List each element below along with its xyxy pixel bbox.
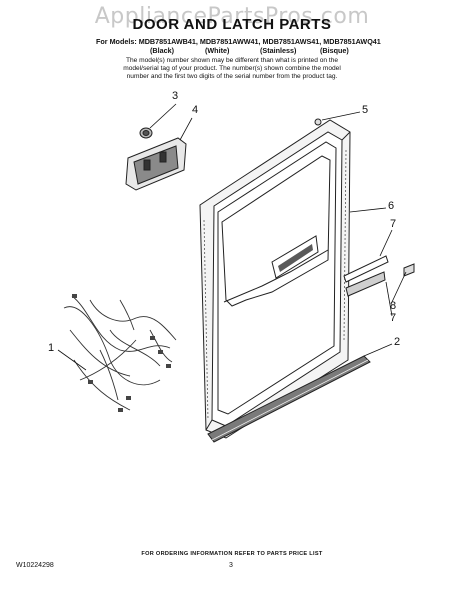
finish-black: (Black) [150, 46, 174, 55]
page-number: 3 [229, 562, 233, 569]
callout-7-upper: 7 [390, 218, 397, 230]
latch-assembly [125, 137, 187, 191]
note-line: The model(s) number shown may be differe… [125, 57, 339, 64]
latch-knob [139, 127, 153, 139]
note-line: model/serial tag of your product. The nu… [123, 65, 341, 72]
watermark: AppliancePartsPros.com [94, 4, 370, 29]
screw-top [314, 118, 322, 126]
model-note: The model(s) number shown may be differe… [0, 57, 464, 81]
note-line: number and the first two digits of the s… [126, 73, 338, 80]
finish-stainless: (Stainless) [260, 46, 297, 55]
callout-7-lower: 7 [390, 312, 397, 324]
callout-8: 8 [390, 300, 397, 312]
leader-lines [57, 103, 407, 371]
callout-2: 2 [394, 336, 401, 348]
handle-recess [271, 235, 319, 279]
models-line: For Models: MDB7851AWB41, MDB7851AWW41, … [96, 37, 381, 46]
screw-right [403, 263, 415, 277]
door-panel [199, 119, 351, 439]
callout-3: 3 [172, 90, 179, 102]
callout-5: 5 [362, 104, 369, 116]
finish-bisque: (Bisque) [320, 46, 349, 55]
handle-bracket [343, 255, 389, 297]
finish-white: (White) [205, 46, 230, 55]
page-title: DOOR AND LATCH PARTS [132, 16, 332, 33]
callout-1: 1 [48, 342, 55, 354]
callout-6: 6 [388, 200, 395, 212]
doc-number: W10224298 [16, 562, 54, 569]
vent-strip [207, 355, 371, 443]
harness-connectors [72, 294, 171, 412]
door-edge-details [203, 149, 347, 421]
wire-harness [63, 295, 177, 411]
ordering-note: FOR ORDERING INFORMATION REFER TO PARTS … [141, 551, 323, 557]
callout-4: 4 [192, 104, 199, 116]
